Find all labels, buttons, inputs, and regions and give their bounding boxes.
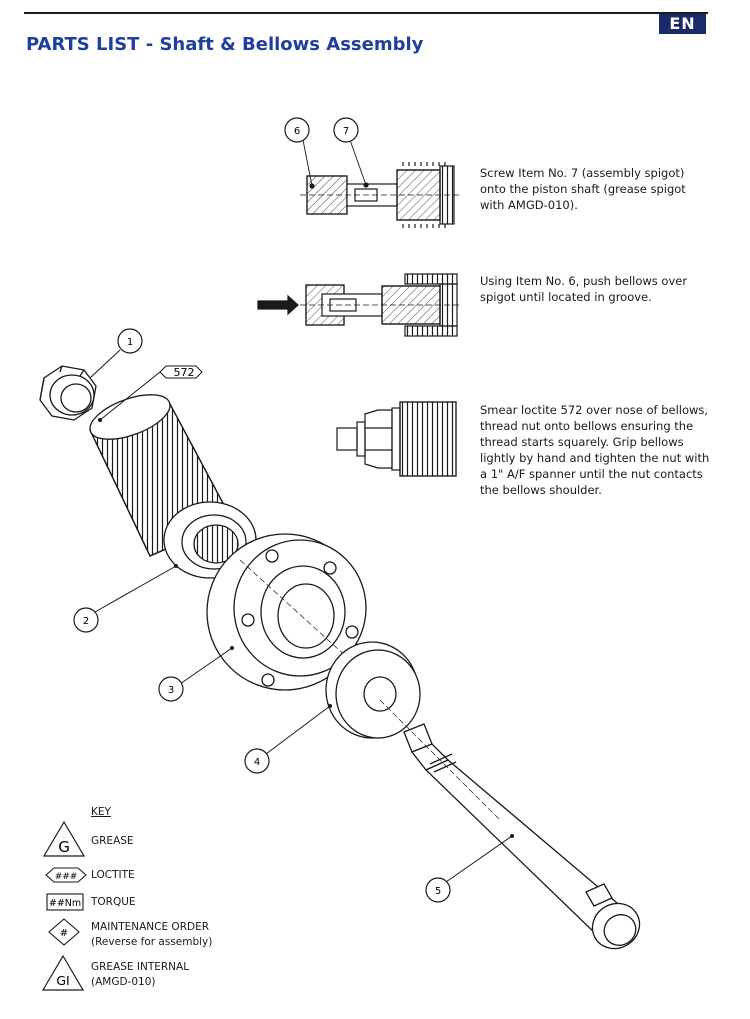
key-grease-internal-sub: (AMGD-010) [91, 976, 156, 988]
key-maintenance-order: MAINTENANCE ORDER (Reverse for assembly) [91, 920, 212, 950]
svg-text:##Nm: ##Nm [49, 898, 81, 909]
key-grease-internal: GREASE INTERNAL (AMGD-010) [91, 960, 189, 990]
instruction-step-2: Using Item No. 6, push bellows over spig… [480, 274, 688, 304]
key-title: KEY [91, 806, 111, 818]
item-4-washer [325, 641, 421, 739]
item-5-shaft [379, 699, 641, 950]
svg-text:3: 3 [168, 685, 174, 696]
maintenance-order-icon: # [48, 918, 80, 946]
callout-3: 3 [158, 676, 184, 702]
callout-1: 1 [117, 328, 143, 354]
callout-2: 2 [73, 607, 99, 633]
callout-5: 5 [425, 877, 451, 903]
svg-text:#: # [60, 928, 68, 939]
instruction-step-3: Smear loctite 572 over nose of bellows, … [480, 403, 710, 497]
item-3-housing [206, 533, 367, 691]
key-grease-internal-label: GREASE INTERNAL [91, 961, 190, 973]
callout-6: 6 [284, 117, 310, 143]
loctite-symbol-icon: ### [45, 867, 87, 883]
callout-7: 7 [333, 117, 359, 143]
key-loctite-label: LOCTITE [91, 869, 135, 881]
item-1-nut [39, 365, 97, 421]
svg-text:572: 572 [174, 366, 195, 379]
key-torque-label: TORQUE [91, 896, 136, 908]
key-grease-label: GREASE [91, 835, 134, 847]
svg-text:2: 2 [83, 616, 89, 627]
svg-text:G: G [58, 838, 70, 856]
page-title: PARTS LIST - Shaft & Bellows Assembly [26, 34, 424, 55]
top-rule [24, 12, 708, 14]
instruction-step-1: Screw Item No. 7 (assembly spigot) onto … [480, 166, 686, 212]
language-badge: EN [659, 14, 706, 34]
loctite-572-label: 572 [159, 365, 203, 379]
svg-text:GI: GI [56, 973, 69, 988]
item-2-bellows [89, 394, 257, 579]
svg-text:###: ### [55, 872, 78, 882]
detail-step-1 [300, 139, 460, 228]
key-maintenance-sub: (Reverse for assembly) [91, 936, 213, 948]
svg-text:7: 7 [343, 126, 349, 137]
push-arrow-icon [257, 294, 299, 316]
grease-internal-symbol-icon: GI [41, 954, 85, 991]
svg-text:5: 5 [435, 886, 441, 897]
svg-text:6: 6 [294, 126, 300, 137]
svg-text:4: 4 [254, 757, 260, 768]
torque-symbol-icon: ##Nm [46, 893, 84, 911]
detail-step-2 [257, 273, 462, 337]
callout-4: 4 [244, 748, 270, 774]
detail-step-3 [336, 401, 457, 477]
grease-symbol-icon: G [42, 820, 86, 857]
key-maintenance-label: MAINTENANCE ORDER [91, 921, 210, 933]
svg-text:1: 1 [127, 337, 133, 348]
